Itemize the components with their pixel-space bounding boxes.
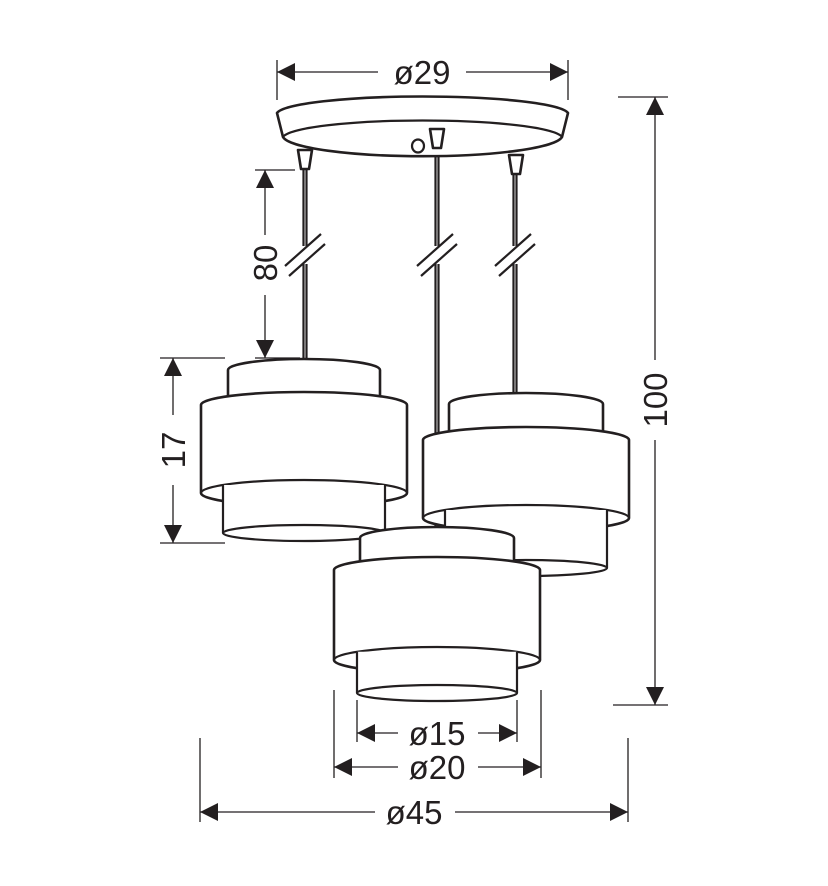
arrowhead	[164, 358, 182, 376]
label-overall-diameter: ø45	[386, 794, 443, 831]
shade-middle-rim	[332, 645, 542, 661]
shade-middle-rim	[421, 503, 631, 519]
label-total-height: 100	[637, 372, 674, 427]
shade-bottom-tier-sides	[355, 651, 519, 693]
canopy-rim	[282, 119, 563, 138]
shade-bottom-tier-fill	[357, 651, 517, 701]
arrowhead	[357, 724, 375, 742]
wire-break-gap	[423, 246, 451, 264]
arrowhead	[334, 758, 352, 776]
shade-middle-rim	[199, 478, 409, 494]
break-mark	[420, 243, 458, 277]
arrowhead	[610, 803, 628, 821]
label-canopy-diameter: ø29	[394, 54, 451, 91]
label-medium-diameter: ø20	[409, 749, 466, 786]
ceiling-canopy	[275, 95, 570, 176]
suspension-wires	[284, 150, 536, 540]
break-mark	[494, 233, 532, 267]
break-mark	[288, 243, 326, 277]
arrowhead	[277, 63, 295, 81]
wire-break-gap	[291, 246, 319, 264]
label-shade-height: 17	[155, 432, 192, 469]
cable-grip	[428, 127, 446, 150]
arrowhead	[646, 687, 664, 705]
arrowhead	[499, 724, 517, 742]
break-mark	[284, 233, 322, 267]
arrowhead	[256, 170, 274, 188]
arrowhead	[200, 803, 218, 821]
lamp-shades	[199, 357, 631, 703]
break-mark	[416, 233, 454, 267]
arrowhead	[646, 97, 664, 115]
wire-break-gap	[501, 246, 529, 264]
shade-bottom-rim	[355, 683, 519, 703]
arrowhead	[550, 63, 568, 81]
label-cable-length: 80	[247, 245, 284, 282]
shade-bottom-tier-fill	[223, 484, 385, 541]
shade-bottom-tier-sides	[221, 484, 387, 533]
cable-grip	[507, 153, 525, 176]
dimension-lines	[160, 60, 668, 822]
label-small-diameter: ø15	[409, 715, 466, 752]
canopy-body	[275, 95, 570, 158]
arrowhead	[256, 340, 274, 358]
arrowhead	[523, 758, 541, 776]
break-mark	[498, 243, 536, 277]
cable-grip	[296, 148, 314, 171]
mounting-screw	[410, 138, 426, 154]
arrowhead	[164, 525, 182, 543]
